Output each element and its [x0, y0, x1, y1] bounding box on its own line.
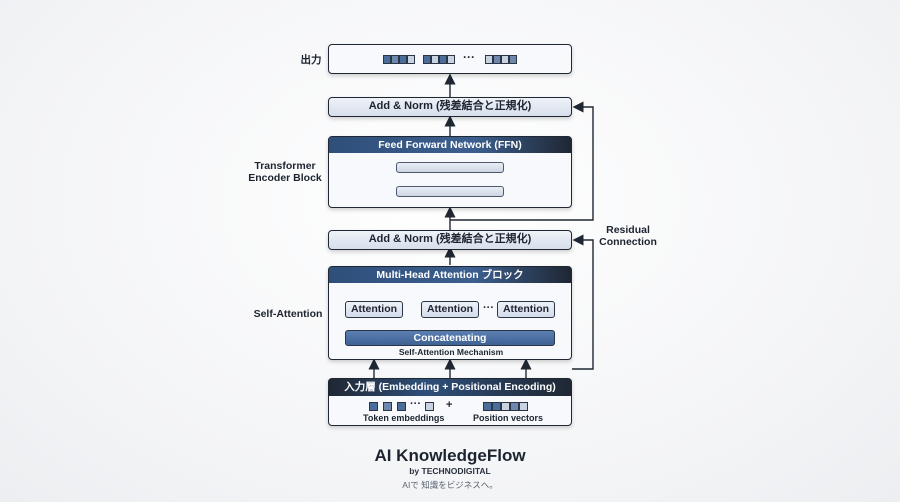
input-box: 入力層 (Embedding + Positional Encoding) ··… — [328, 378, 572, 426]
ffn-box: Feed Forward Network (FFN) — [328, 136, 572, 208]
residual-label: Residual Connection — [596, 224, 660, 248]
position-cell — [492, 402, 501, 411]
input-title: 入力層 (Embedding + Positional Encoding) — [329, 379, 571, 396]
ffn-title: Feed Forward Network (FFN) — [329, 137, 571, 153]
brand-title: AI KnowledgeFlow — [374, 446, 526, 465]
self-attention-label: Self-Attention — [253, 308, 323, 320]
output-vector-cell — [439, 55, 447, 64]
position-cell — [510, 402, 519, 411]
brand-by: by TECHNODIGITAL — [409, 466, 491, 476]
position-cell — [501, 402, 510, 411]
output-vector-cell — [383, 55, 391, 64]
position-cell — [483, 402, 492, 411]
output-box: ··· — [328, 44, 572, 74]
attention-head-2: Attention — [421, 301, 479, 318]
output-vector-cell — [447, 55, 455, 64]
output-vector-cell — [485, 55, 493, 64]
self-attention-mechanism: Self-Attention Mechanism — [398, 347, 504, 357]
ffn-layer-1 — [396, 162, 504, 173]
mha-box: Multi-Head Attention ブロック Attention Atte… — [328, 266, 572, 360]
output-ellipsis: ··· — [463, 50, 475, 64]
token-cell — [369, 402, 378, 411]
token-cell — [383, 402, 392, 411]
output-vector-cell — [423, 55, 431, 64]
output-vector-cell — [431, 55, 439, 64]
output-vector-cell — [493, 55, 501, 64]
brand-tagline: AIで 知識をビジネスへ。 — [402, 480, 498, 490]
position-vectors-label: Position vectors — [473, 413, 544, 423]
token-cell — [397, 402, 406, 411]
attention-ellipsis: ··· — [483, 302, 494, 314]
concat-bar: Concatenating — [345, 330, 555, 346]
attention-head-1: Attention — [345, 301, 403, 318]
attention-head-3: Attention — [497, 301, 555, 318]
ffn-layer-2 — [396, 186, 504, 197]
output-vector-cell — [399, 55, 407, 64]
token-cell — [425, 402, 434, 411]
output-vector-cell — [509, 55, 517, 64]
plus-sign: + — [446, 399, 453, 411]
token-embeddings-label: Token embeddings — [363, 413, 445, 423]
output-vector-cell — [391, 55, 399, 64]
output-label: 出力 — [300, 54, 322, 66]
transformer-label-text: Transformer Encoder Block — [248, 160, 322, 184]
transformer-label: Transformer Encoder Block — [240, 160, 330, 184]
residual-label-text: Residual Connection — [599, 224, 657, 248]
add-norm-mid: Add & Norm (残差結合と正規化) — [328, 230, 572, 250]
output-vector-cell — [501, 55, 509, 64]
add-norm-top: Add & Norm (残差結合と正規化) — [328, 97, 572, 117]
token-ellipsis: ··· — [410, 398, 421, 410]
output-vector-cell — [407, 55, 415, 64]
mha-title: Multi-Head Attention ブロック — [329, 267, 571, 283]
position-cell — [519, 402, 528, 411]
